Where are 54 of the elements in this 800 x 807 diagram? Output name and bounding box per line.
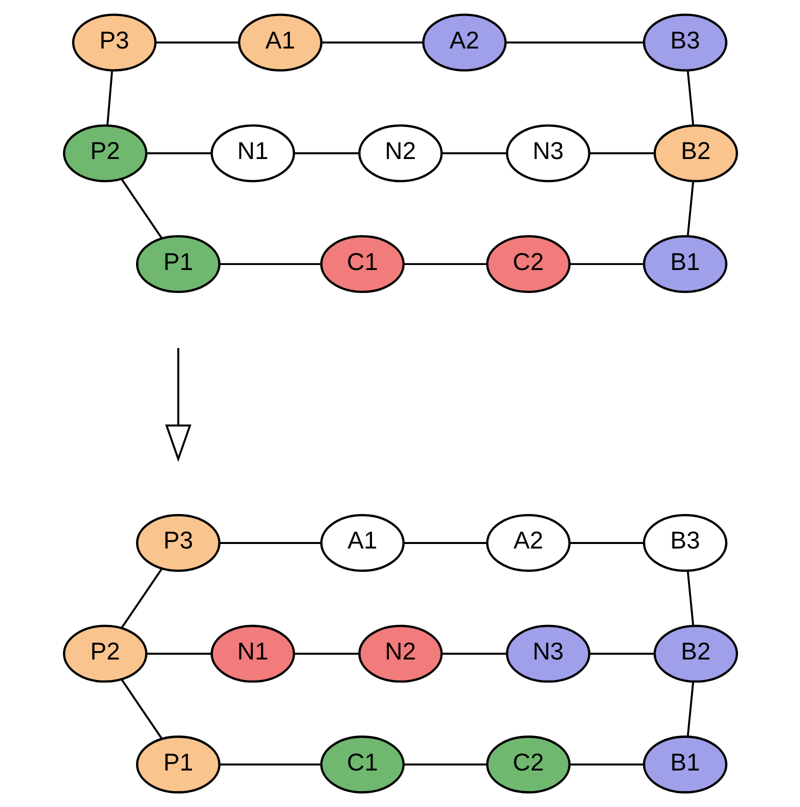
connector [686,181,694,236]
connector [219,263,321,266]
node-ellipse: N1 [210,624,295,683]
connector [403,764,487,766]
node-ellipse: B3 [642,14,727,72]
node-ellipse: N2 [358,124,442,182]
connector [570,542,644,544]
connector [442,152,506,154]
connector [686,70,694,125]
connector [589,152,654,154]
connector [570,764,644,766]
node-ellipse: P2 [62,124,147,182]
node-ellipse: N1 [210,124,295,182]
connector [146,652,211,655]
node-ellipse: P3 [136,514,220,572]
connector [442,652,506,655]
connector [120,178,162,239]
connector [686,571,694,626]
connector [155,42,238,44]
node-ellipse: B2 [653,624,738,683]
node-ellipse: B2 [653,124,738,182]
node-ellipse: P3 [72,14,156,72]
node-ellipse: C2 [486,736,570,794]
node-ellipse: A1 [238,14,322,72]
connector [589,652,654,655]
node-ellipse: P1 [136,235,220,294]
node-ellipse: P1 [136,736,220,794]
connector [294,152,359,154]
connector [403,542,487,544]
node-ellipse: B1 [642,235,727,294]
connector [146,152,211,154]
connector [106,70,113,125]
node-ellipse: N3 [505,624,590,683]
connector [686,682,694,736]
connector [505,42,644,44]
connector [321,42,423,44]
node-ellipse: N3 [505,124,590,182]
connector [570,263,644,266]
node-ellipse: B1 [642,736,727,794]
connector [219,542,321,544]
node-ellipse: A2 [486,514,570,572]
connector [294,652,359,655]
connector [120,679,162,740]
connector [403,263,487,266]
node-ellipse: N2 [358,624,442,683]
node-ellipse: B3 [642,514,727,572]
connector [120,568,162,628]
node-ellipse: C1 [320,235,404,294]
node-ellipse: C2 [486,235,570,294]
connector [219,764,321,766]
node-ellipse: A1 [320,514,404,572]
node-ellipse: C1 [320,736,404,794]
node-ellipse: A2 [422,14,506,72]
node-ellipse: P2 [62,624,147,683]
